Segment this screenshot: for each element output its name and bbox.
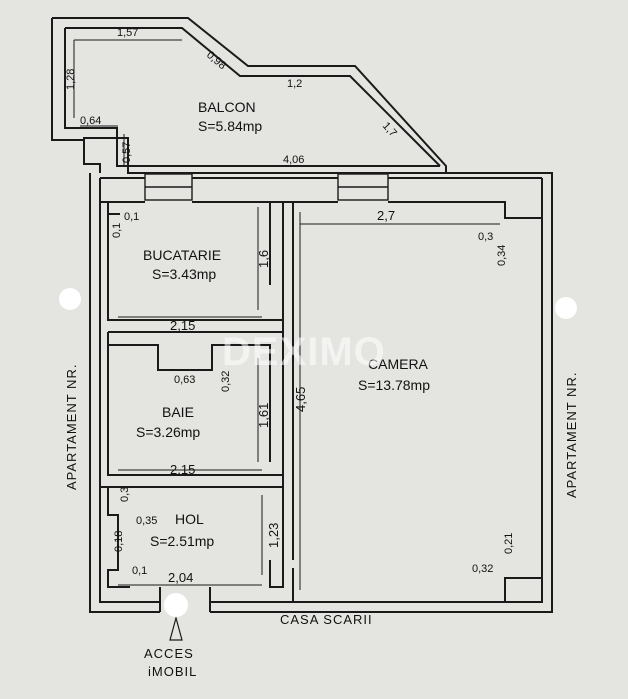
balcony-walls <box>51 17 447 174</box>
dim-hol-left-h: 0,18 <box>113 531 125 552</box>
dim-camera-br-h: 0,21 <box>503 533 515 554</box>
dim-bucatarie-corner-w: 0,1 <box>124 211 139 223</box>
dim-hol-height: 1,23 <box>266 523 281 548</box>
dim-balcon-step-w: 0,64 <box>80 115 101 127</box>
interior-walls <box>100 202 542 612</box>
dim-hol-bl-w: 0,1 <box>132 565 147 577</box>
camera-area: S=13.78mp <box>358 377 430 393</box>
baie-area: S=3.26mp <box>136 424 200 440</box>
dim-camera-height: 4,65 <box>293 387 308 412</box>
right-neighbor-label: APARTAMENT NR. <box>564 372 579 498</box>
dim-camera-corner-h: 0,34 <box>496 245 508 266</box>
marker-dot-right <box>555 297 577 319</box>
camera-name: CAMERA <box>368 356 429 372</box>
room-labels: BALCON S=5.84mp BUCATARIE S=3.43mp BAIE … <box>136 99 430 549</box>
dim-bucatarie-corner-h: 0,1 <box>111 223 123 238</box>
dim-balcon-top: 1,57 <box>117 27 138 39</box>
access-label-line1: ACCES <box>144 646 194 661</box>
dim-bucatarie-width: 2,15 <box>170 318 195 333</box>
outside-labels: APARTAMENT NR. APARTAMENT NR. CASA SCARI… <box>64 364 579 679</box>
bucatarie-name: BUCATARIE <box>143 247 221 263</box>
dim-camera-br-w: 0,32 <box>472 563 493 575</box>
marker-dot-left <box>59 288 81 310</box>
balcon-name: BALCON <box>198 99 256 115</box>
dimension-labels: 1,57 0,98 1,2 1,7 1,28 0,64 0,57 4,06 2,… <box>65 27 515 585</box>
dimension-lines <box>73 39 500 590</box>
dim-camera-corner-w: 0,3 <box>478 231 493 243</box>
dim-baie-width: 2,15 <box>170 462 195 477</box>
marker-dots <box>59 288 577 617</box>
stairs-label: CASA SCARII <box>280 612 373 627</box>
left-neighbor-label: APARTAMENT NR. <box>64 364 79 490</box>
dim-balcon-mid: 1,2 <box>287 78 302 90</box>
watermark-logo: DEXIMO <box>222 330 386 374</box>
dim-balcon-bottom: 4,06 <box>283 154 304 166</box>
dim-hol-top-h: 0,3 <box>119 487 131 502</box>
dim-hol-width: 2,04 <box>168 570 193 585</box>
entrance-arrow-icon <box>169 615 183 641</box>
dim-baie-notch-w: 0,63 <box>174 374 195 386</box>
dim-camera-top: 2,7 <box>377 208 395 223</box>
dim-baie-notch-h: 0,32 <box>220 371 232 392</box>
marker-dot-entrance <box>164 593 188 617</box>
dim-balcon-left: 1,28 <box>65 69 77 90</box>
bucatarie-area: S=3.43mp <box>152 266 216 282</box>
dim-balcon-step-h: 0,57 <box>121 142 133 163</box>
dim-hol-notch-w: 0,35 <box>136 515 157 527</box>
balcon-area: S=5.84mp <box>198 118 262 134</box>
outer-walls <box>89 172 553 613</box>
dim-balcon-diag1: 0,98 <box>204 49 228 72</box>
baie-name: BAIE <box>162 404 194 420</box>
hol-area: S=2.51mp <box>150 533 214 549</box>
access-label-line2: iMOBIL <box>148 664 197 679</box>
dim-bucatarie-height: 1,6 <box>256 250 271 268</box>
dim-baie-height: 1,61 <box>256 403 271 428</box>
hol-name: HOL <box>175 511 204 527</box>
